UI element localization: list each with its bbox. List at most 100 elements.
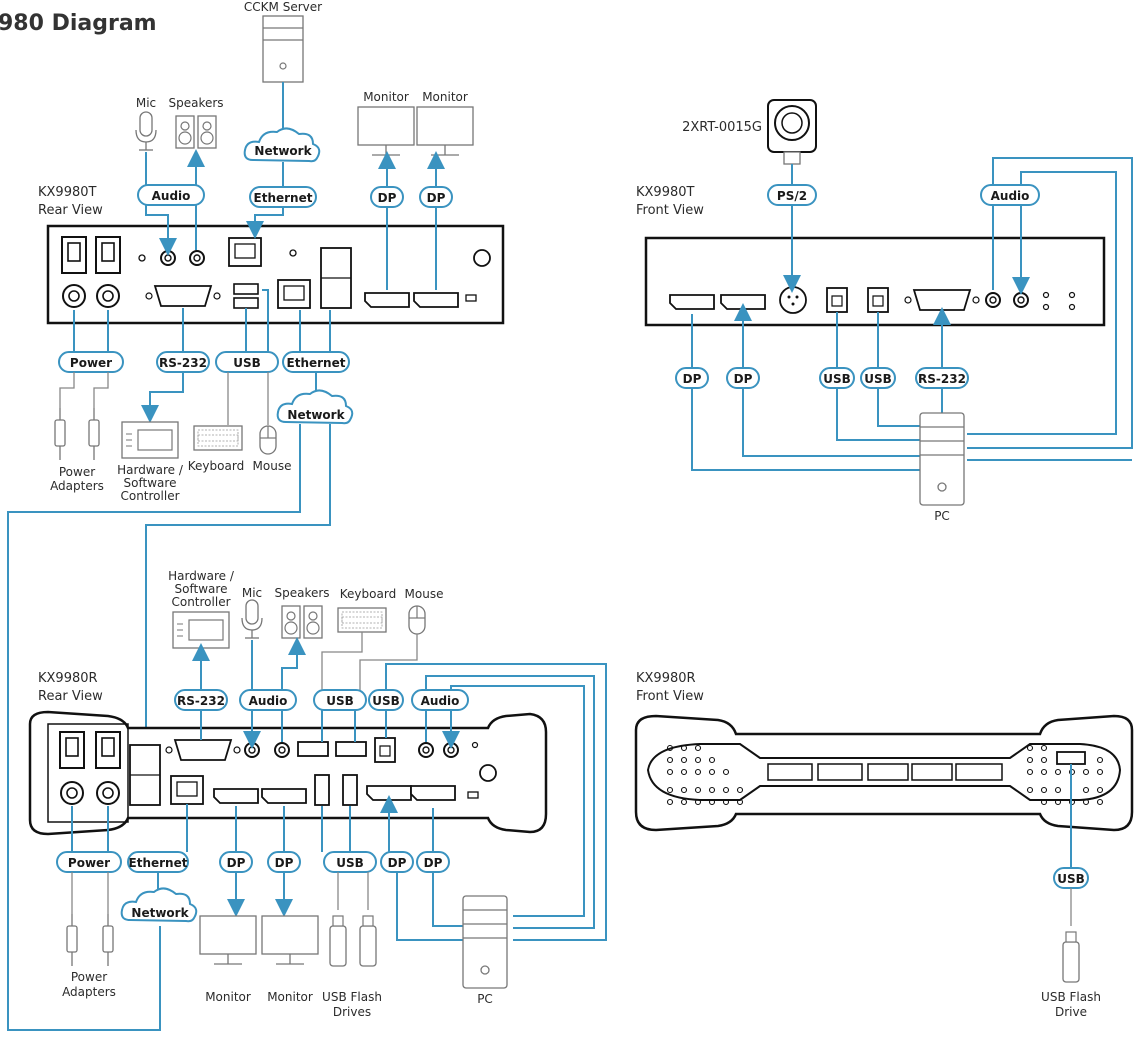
tx-monitor-1-label: Monitor bbox=[363, 90, 409, 104]
tx-power-input-1 bbox=[62, 284, 86, 308]
rx-controller-label-1: Hardware / bbox=[168, 569, 235, 583]
cable-label-power-tx: Power bbox=[70, 356, 112, 370]
rx-power-adapter-2 bbox=[102, 913, 114, 967]
tx-front-audio-2 bbox=[1013, 292, 1029, 308]
rx-usb-port-1 bbox=[297, 741, 329, 757]
tx-keyboard-icon bbox=[193, 425, 243, 451]
rx-front-label-line2: Front View bbox=[636, 689, 704, 704]
rx-dp-in-1 bbox=[366, 785, 412, 801]
tx-keyboard-label: Keyboard bbox=[188, 459, 244, 473]
cable-label-network-tx: Network bbox=[287, 408, 345, 422]
tx-front-label-line1: KX9980T bbox=[636, 185, 695, 200]
rx-audio-jack-2 bbox=[443, 742, 459, 758]
tx-cckm-port bbox=[228, 237, 262, 267]
rx-monitor-1-label: Monitor bbox=[205, 990, 251, 1004]
cable-label-ps2: PS/2 bbox=[777, 189, 807, 203]
rx-power-switch-2 bbox=[95, 731, 121, 769]
cable-label-usb-tx-front-1: USB bbox=[823, 372, 851, 386]
tx-controller-icon bbox=[121, 421, 179, 459]
tx-power-adapters-label-1: Power bbox=[59, 465, 95, 479]
rx-controller-icon bbox=[172, 611, 230, 649]
rx-speaker-jack bbox=[274, 742, 290, 758]
rx-power-input-1 bbox=[60, 781, 84, 805]
cable-label-audio-tx: Audio bbox=[152, 189, 191, 203]
cable-label-ethernet-tx: Ethernet bbox=[287, 356, 346, 370]
tx-monitor-2-label: Monitor bbox=[422, 90, 468, 104]
rx-controller-label-3: Controller bbox=[171, 595, 230, 609]
rx-power-switch-1 bbox=[59, 731, 85, 769]
tx-speaker-jack bbox=[189, 250, 205, 266]
rx-front-label-line1: KX9980R bbox=[636, 671, 696, 686]
rx-mic-jack bbox=[244, 742, 260, 758]
tx-front-label-line2: Front View bbox=[636, 203, 704, 218]
rx-audio-jack-1 bbox=[418, 742, 434, 758]
cable-label-ethernet-tx-top: Ethernet bbox=[254, 191, 313, 205]
cable-label-usb-rx-top: USB bbox=[326, 694, 354, 708]
cable-label-dp-tx-2: DP bbox=[427, 191, 446, 205]
tx-rear-label-line2: Rear View bbox=[38, 203, 103, 218]
rx-front-usb-port bbox=[1056, 751, 1086, 765]
rx-front-flash-label-2: Drive bbox=[1055, 1005, 1087, 1019]
rx-power-input-2 bbox=[96, 781, 120, 805]
rx-front-flash-drive bbox=[1062, 931, 1080, 983]
rx-pc-icon bbox=[462, 895, 508, 989]
rx-keyboard-icon bbox=[337, 607, 387, 633]
tx-monitor-2-icon bbox=[416, 106, 474, 156]
tx-pc-label: PC bbox=[934, 509, 950, 523]
cable-label-ethernet-rx: Ethernet bbox=[129, 856, 188, 870]
cable-label-rs232-tx: RS-232 bbox=[159, 356, 207, 370]
cable-label-audio-tx-front: Audio bbox=[991, 189, 1030, 203]
tx-power-adapters-label-2: Adapters bbox=[50, 479, 104, 493]
tx-mouse-icon bbox=[259, 425, 277, 455]
tx-mic-jack bbox=[160, 250, 176, 266]
cable-label-usb-tx-front-2: USB bbox=[864, 372, 892, 386]
cable-label-usb-rx-front: USB bbox=[1057, 872, 1085, 886]
rx-power-adapters-label-2: Adapters bbox=[62, 985, 116, 999]
rx-usb-port-4 bbox=[342, 774, 358, 806]
cable-label-usb-rx-pc: USB bbox=[372, 694, 400, 708]
tx-controller-label-1: Hardware / bbox=[117, 463, 184, 477]
tx-mouse-label: Mouse bbox=[253, 459, 292, 473]
diagram-title: 980 Diagram bbox=[0, 11, 157, 36]
cable-label-dp-tx-front-1: DP bbox=[683, 372, 702, 386]
module-label: 2XRT-0015G bbox=[682, 120, 762, 135]
rx-flash-drive-2 bbox=[359, 915, 377, 967]
rx-usb-port-2 bbox=[335, 741, 367, 757]
rx-controller-label-2: Software bbox=[175, 582, 228, 596]
cable-label-dp-tx-1: DP bbox=[378, 191, 397, 205]
cable-label-dp-rx-in-2: DP bbox=[424, 856, 443, 870]
rx-keyboard-label: Keyboard bbox=[340, 587, 396, 601]
cable-label-usb-tx: USB bbox=[233, 356, 261, 370]
rx-monitor-2-icon bbox=[261, 915, 319, 965]
rx-rear-label-line1: KX9980R bbox=[38, 671, 98, 686]
tx-rear-label-line1: KX9980T bbox=[38, 185, 97, 200]
cckm-server-label: CCKM Server bbox=[244, 0, 322, 14]
cable-label-audio-rx-1: Audio bbox=[249, 694, 288, 708]
rx-power-adapter-1 bbox=[66, 913, 78, 967]
cable-label-network-rx: Network bbox=[131, 906, 189, 920]
tx-front-usb-1 bbox=[826, 287, 848, 313]
tx-dp-port-1 bbox=[364, 292, 410, 308]
tx-controller-label-3: Controller bbox=[120, 489, 179, 503]
rx-speakers-icon bbox=[281, 605, 323, 639]
rx-dp-in-2 bbox=[410, 785, 456, 801]
cckm-server-icon bbox=[262, 15, 304, 83]
cable-label-dp-rx-2: DP bbox=[275, 856, 294, 870]
rx-flash-drive-1 bbox=[329, 915, 347, 967]
tx-power-adapter-1 bbox=[54, 407, 66, 461]
rx-mic-icon bbox=[241, 599, 263, 639]
tx-monitor-1-icon bbox=[357, 106, 415, 156]
tx-speakers-label: Speakers bbox=[168, 96, 223, 110]
rx-dp-port-1 bbox=[213, 788, 259, 804]
rx-dp-port-2 bbox=[261, 788, 307, 804]
tx-mic-label: Mic bbox=[136, 96, 156, 110]
cable-label-network-top: Network bbox=[254, 144, 312, 158]
cable-label-power-rx: Power bbox=[68, 856, 110, 870]
rx-speakers-label: Speakers bbox=[274, 586, 329, 600]
cable-label-dp-tx-front-2: DP bbox=[734, 372, 753, 386]
rx-ethernet-port bbox=[170, 775, 204, 805]
rx-usb-port-3 bbox=[314, 774, 330, 806]
rx-rear-label-line2: Rear View bbox=[38, 689, 103, 704]
tx-front-audio-1 bbox=[985, 292, 1001, 308]
